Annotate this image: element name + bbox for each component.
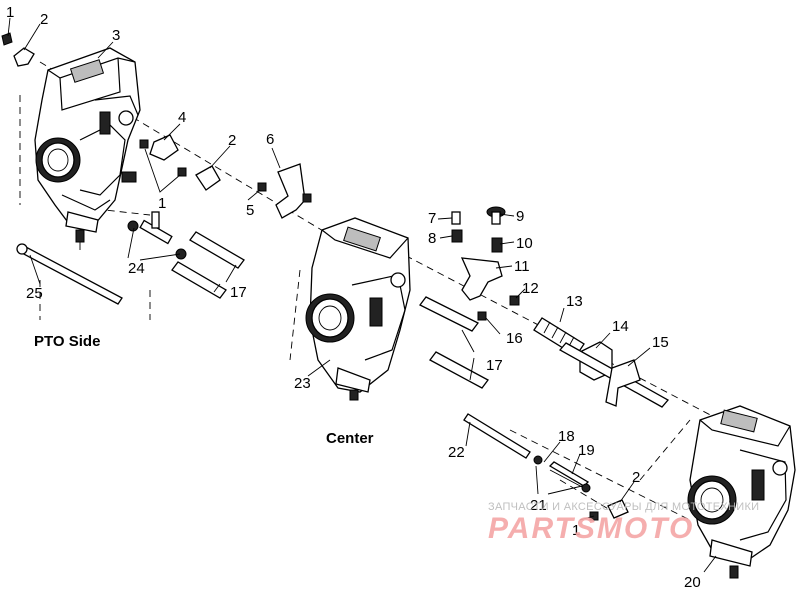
callout-21: 21 [530,497,547,514]
long-rod [16,243,123,305]
callout-16: 16 [506,330,523,347]
callout-22: 22 [448,444,465,461]
callout-1: 1 [572,522,580,539]
callout-11: 11 [514,258,530,275]
callout-5: 5 [246,202,254,219]
callout-8: 8 [428,230,436,247]
small-parts-top [1,32,312,219]
section-label-pto-side: PTO Side [34,333,100,350]
callout-15: 15 [652,334,669,351]
callout-3: 3 [112,27,120,44]
callout-18: 18 [558,428,575,445]
callout-13: 13 [566,293,583,310]
callout-23: 23 [294,375,311,392]
callout-6: 6 [266,131,274,148]
watermark-logo: PARTSMOTO [488,512,694,545]
callout-25: 25 [26,285,43,302]
callout-2: 2 [632,469,640,486]
callout-1: 1 [158,195,166,212]
callout-17: 17 [230,284,247,301]
callout-17: 17 [486,357,503,374]
shaft-assembly [533,317,670,408]
callout-9: 9 [516,208,524,225]
rod-and-screw [463,413,629,521]
callout-1: 1 [6,4,14,21]
tubes-center [419,296,489,389]
section-label-center: Center [326,430,374,447]
fuel-t-fitting [127,211,187,260]
callout-20: 20 [684,574,701,590]
center-carburetor [305,217,411,401]
leader-lines [7,17,717,573]
callout-7: 7 [428,210,436,227]
watermark: ЗАПЧАСТИ И АКСЕССУАРЫ ДЛЯ МОТОТЕХНИКИ PA… [488,501,759,545]
pto-carburetor [34,47,141,250]
mag-carburetor [687,405,796,579]
throttle-linkage [451,206,520,306]
tubes-left [171,231,245,299]
callout-2: 2 [40,11,48,28]
callout-12: 12 [522,280,539,297]
watermark-caption: ЗАПЧАСТИ И АКСЕССУАРЫ ДЛЯ МОТОТЕХНИКИ [488,501,759,513]
callout-19: 19 [578,442,595,459]
callout-24: 24 [128,260,145,277]
callout-10: 10 [516,235,533,252]
callout-labels: 1 2 3 4 2 1 5 6 7 8 9 10 11 12 13 14 15 … [6,4,701,590]
callout-4: 4 [178,109,186,126]
callout-2: 2 [228,132,236,149]
callout-14: 14 [612,318,629,335]
